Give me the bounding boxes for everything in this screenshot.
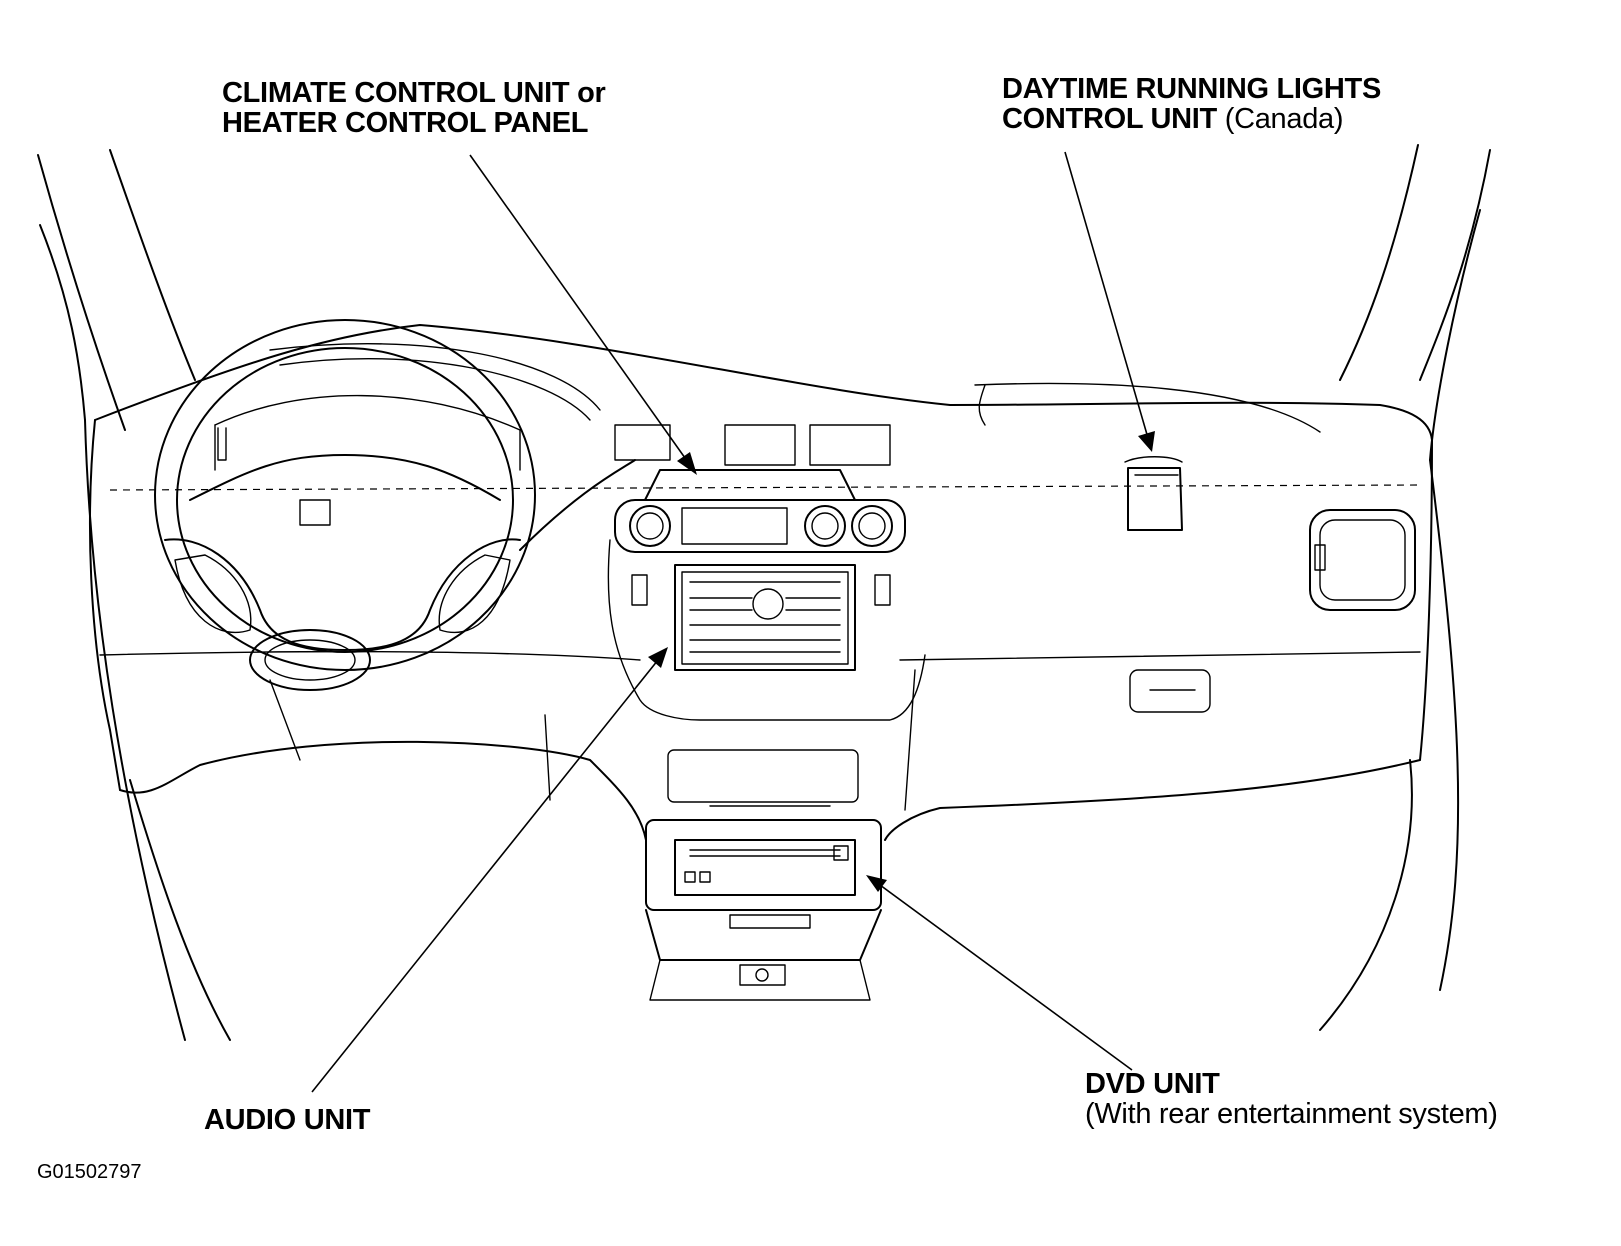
climate-control-panel (519, 424, 906, 553)
figure-code: G01502797 (37, 1161, 142, 1183)
climate-control-label-line2: HEATER CONTROL PANEL (222, 107, 589, 139)
right-vent (1309, 509, 1416, 611)
drl-label-line2-bold: CONTROL UNIT (1002, 103, 1217, 135)
climate-control-label-line1: CLIMATE CONTROL UNIT or (222, 77, 606, 109)
leader-climate (469, 154, 697, 475)
audio-unit-label-line1: AUDIO UNIT (204, 1104, 371, 1136)
leader-dvd (866, 875, 1133, 1071)
dvd-unit-label-line1: DVD UNIT (1085, 1068, 1220, 1100)
audio-unit-drawing (607, 539, 926, 721)
right-pillar (1319, 144, 1491, 1031)
glovebox-handle (1129, 669, 1211, 713)
drl-label-line1: DAYTIME RUNNING LIGHTS (1002, 73, 1382, 105)
drl-control-unit-label: DAYTIME RUNNING LIGHTS CONTROL UNIT (Can… (1002, 74, 1381, 134)
audio-unit-label: AUDIO UNIT (204, 1105, 370, 1135)
dashboard-outline (89, 324, 1433, 841)
drl-control-unit-drawing (1124, 456, 1183, 531)
drl-label-line2-qualifier: (Canada) (1216, 103, 1344, 135)
climate-control-label: CLIMATE CONTROL UNIT or HEATER CONTROL P… (222, 78, 606, 138)
left-pillar (37, 149, 231, 1041)
drl-label-line2: CONTROL UNIT (Canada) (1002, 104, 1381, 134)
steering-wheel (154, 319, 536, 691)
leader-drl (1064, 151, 1155, 452)
dvd-unit-label: DVD UNIT (With rear entertainment system… (1085, 1069, 1498, 1129)
dvd-unit-label-line2: (With rear entertainment system) (1085, 1098, 1498, 1130)
leader-audio (311, 647, 668, 1093)
center-console (645, 749, 882, 1001)
